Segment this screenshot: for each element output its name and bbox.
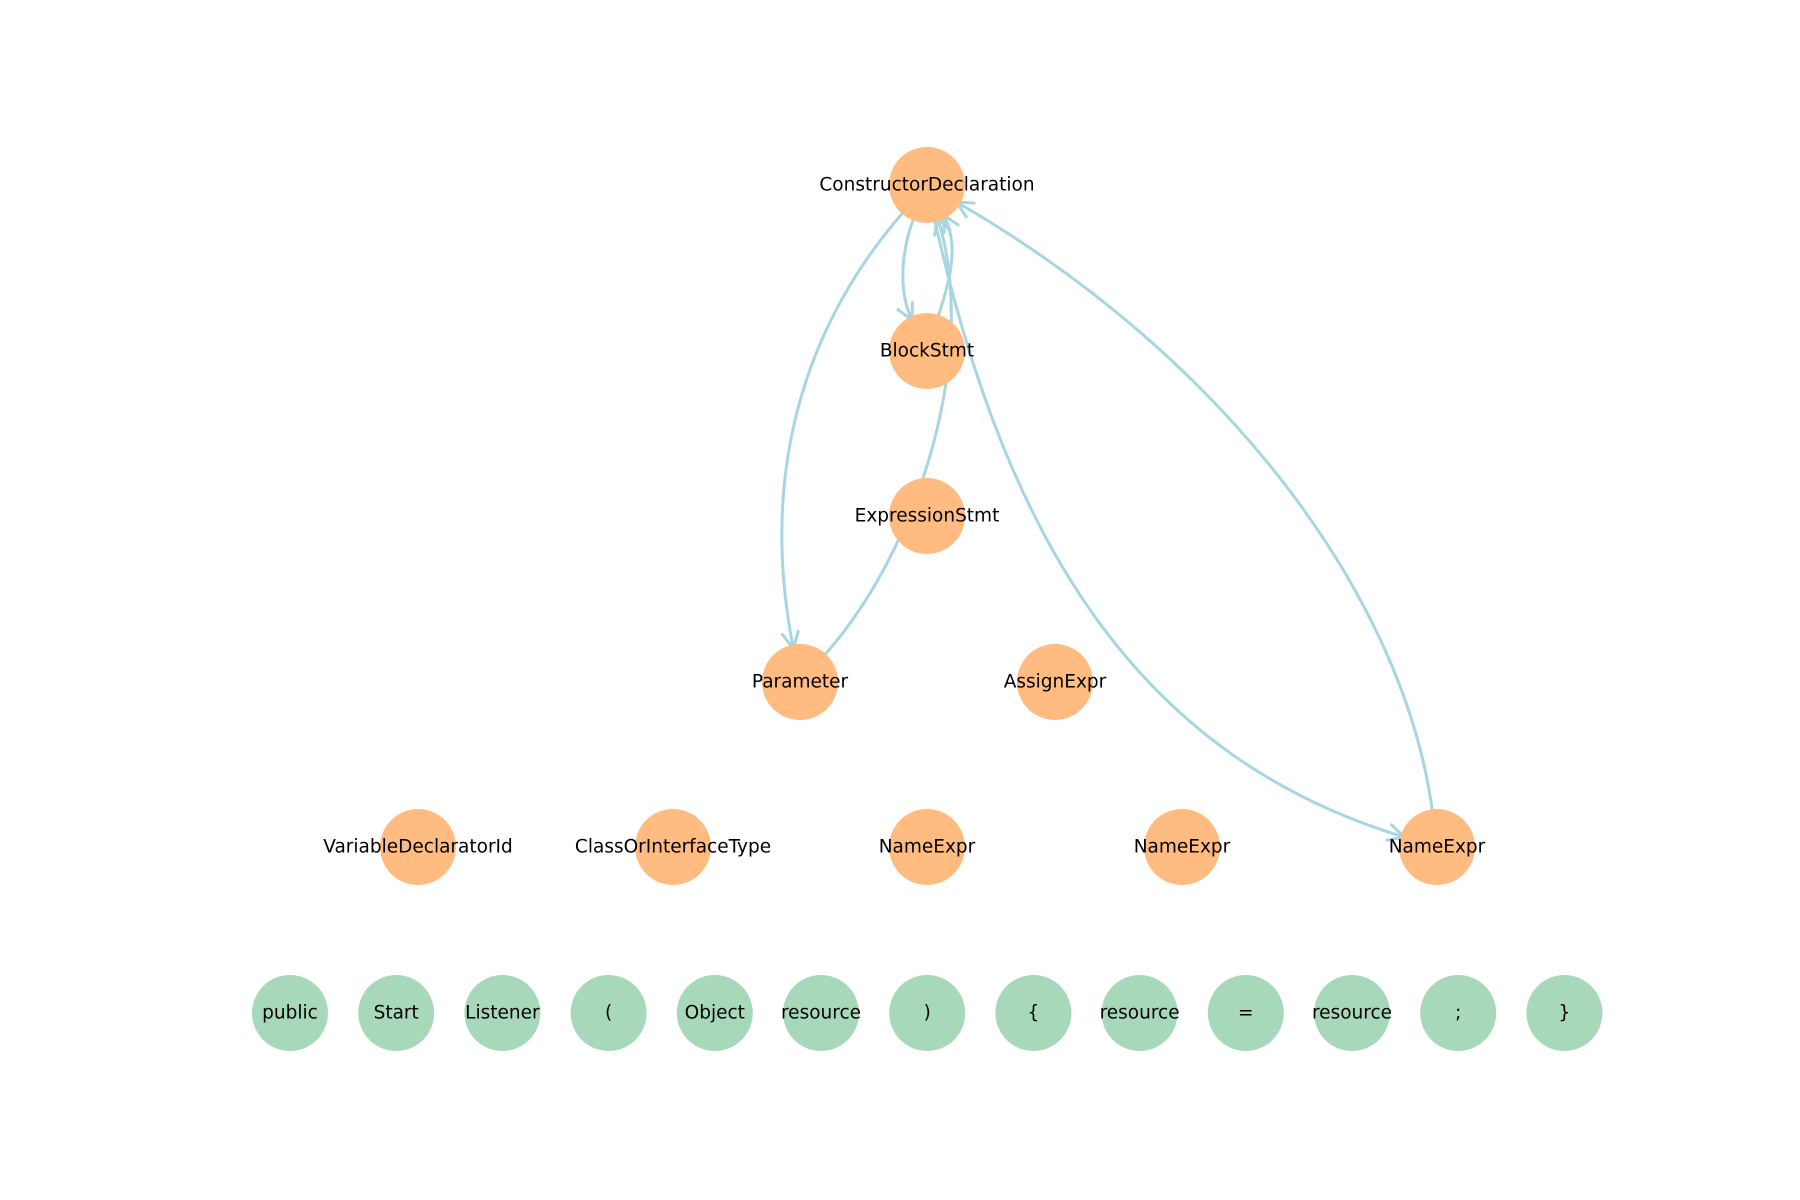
token-node [995, 975, 1072, 1051]
ast-node-label: ClassOrInterfaceType [575, 837, 771, 858]
ast-node-label: NameExpr [1389, 837, 1486, 858]
token-node [1314, 975, 1390, 1051]
token-node-label: ; [1455, 1003, 1461, 1024]
ast-node [889, 147, 965, 223]
token-node-label: } [1559, 1003, 1571, 1024]
token-node [358, 975, 435, 1051]
token-node [1101, 975, 1178, 1051]
labels-layer: ConstructorDeclarationBlockStmtExpressio… [262, 175, 1570, 1024]
ast-node-label: NameExpr [879, 837, 976, 858]
edge-n0-to-n3 [780, 209, 907, 651]
ast-node [762, 644, 838, 720]
token-node [570, 975, 647, 1051]
edge-n9-to-n0 [954, 200, 1435, 815]
ast-node [1017, 644, 1093, 720]
token-node [252, 975, 328, 1051]
ast-node [635, 809, 711, 885]
ast-node [380, 809, 456, 885]
token-node-label: resource [1312, 1003, 1392, 1024]
token-node [464, 975, 541, 1051]
token-node [676, 975, 753, 1051]
ast-node-label: AssignExpr [1004, 672, 1107, 693]
token-node-label: resource [781, 1003, 861, 1024]
token-node [783, 975, 859, 1051]
ast-node-label: NameExpr [1134, 837, 1231, 858]
edge-n0-to-n1 [896, 215, 916, 322]
nodes-layer [252, 147, 1603, 1051]
ast-node [889, 809, 965, 885]
token-node-label: Listener [465, 1003, 540, 1024]
ast-node-label: BlockStmt [880, 341, 974, 362]
token-node [1526, 975, 1603, 1051]
token-node-label: public [262, 1003, 318, 1024]
token-node [889, 975, 966, 1051]
token-node-label: ( [605, 1003, 612, 1024]
ast-node-label: ExpressionStmt [855, 506, 1000, 527]
ast-node [889, 313, 965, 389]
token-node [1207, 975, 1284, 1051]
edge-n3-to-n0 [821, 215, 953, 659]
edge-n0-to-n9 [932, 216, 1406, 842]
token-node-label: = [1238, 1003, 1254, 1024]
token-node-label: Object [685, 1003, 745, 1024]
ast-node [889, 478, 965, 554]
ast-node [1144, 809, 1220, 885]
ast-node-label: VariableDeclaratorId [323, 837, 513, 858]
token-node-label: { [1028, 1003, 1040, 1024]
edges-layer [780, 200, 1435, 842]
ast-node-label: Parameter [752, 672, 849, 693]
token-node [1420, 975, 1497, 1051]
ast-node-label: ConstructorDeclaration [819, 175, 1034, 196]
token-node-label: Start [374, 1003, 419, 1024]
token-node-label: resource [1100, 1003, 1180, 1024]
ast-node [1399, 809, 1475, 885]
token-node-label: ) [924, 1003, 931, 1024]
